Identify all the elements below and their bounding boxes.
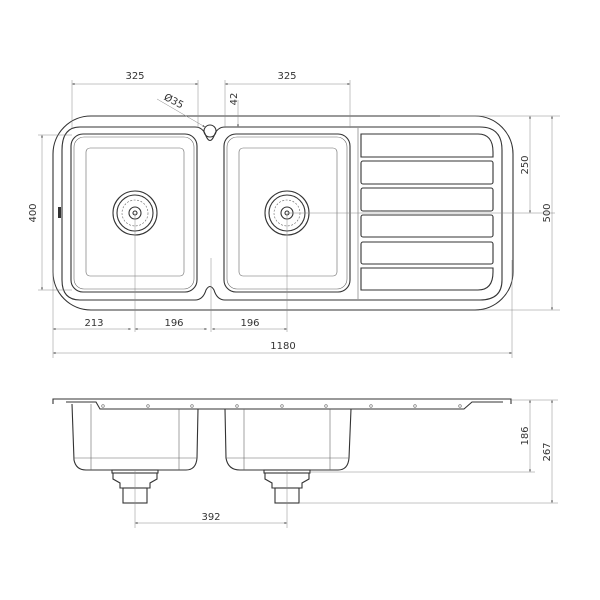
right-bowl-floor	[238, 147, 338, 277]
left-bowl	[70, 133, 198, 293]
flange-underside	[66, 401, 503, 410]
dim-waste-spacing: 392	[201, 512, 220, 523]
flange	[52, 398, 512, 404]
dim-left-bowl-width: 325	[125, 71, 144, 82]
plan-view: 325 325 Ø35 42 400 250 500 213 196 196 1…	[28, 71, 560, 358]
dim-overall-height: 267	[542, 442, 553, 461]
dim-lines-right	[440, 115, 560, 311]
plan-center-lines	[134, 212, 555, 332]
dim-bowl-depth: 186	[520, 426, 531, 445]
dim-lines-top	[71, 80, 351, 128]
overflow-slot	[58, 207, 61, 218]
dim-lines-left	[38, 134, 72, 291]
dim-overall-width: 1180	[270, 341, 295, 352]
dim-left-waste-offset: 213	[84, 318, 103, 329]
bowl-side-detail-lines	[74, 404, 349, 470]
dim-bowl-depth-plan: 400	[28, 203, 39, 222]
dim-lines-bottom	[52, 260, 513, 358]
left-bowl-inner-edge	[73, 136, 195, 290]
tap-hole	[203, 124, 217, 138]
dim-left-waste-to-center: 196	[164, 318, 183, 329]
dim-right-bowl-width: 325	[277, 71, 296, 82]
dim-tap-hole-diameter: Ø35	[162, 91, 186, 111]
side-dim-lines	[134, 399, 558, 528]
side-view: 186 267 392	[52, 398, 558, 528]
dim-center-to-right-waste: 196	[240, 318, 259, 329]
drainer-grooves	[360, 133, 494, 291]
dim-waste-offset-vertical: 250	[520, 155, 531, 174]
dim-overall-depth: 500	[542, 203, 553, 222]
clip-holes	[101, 404, 462, 408]
bowls-rim	[61, 126, 503, 301]
dim-tap-hole-offset: 42	[229, 93, 240, 106]
